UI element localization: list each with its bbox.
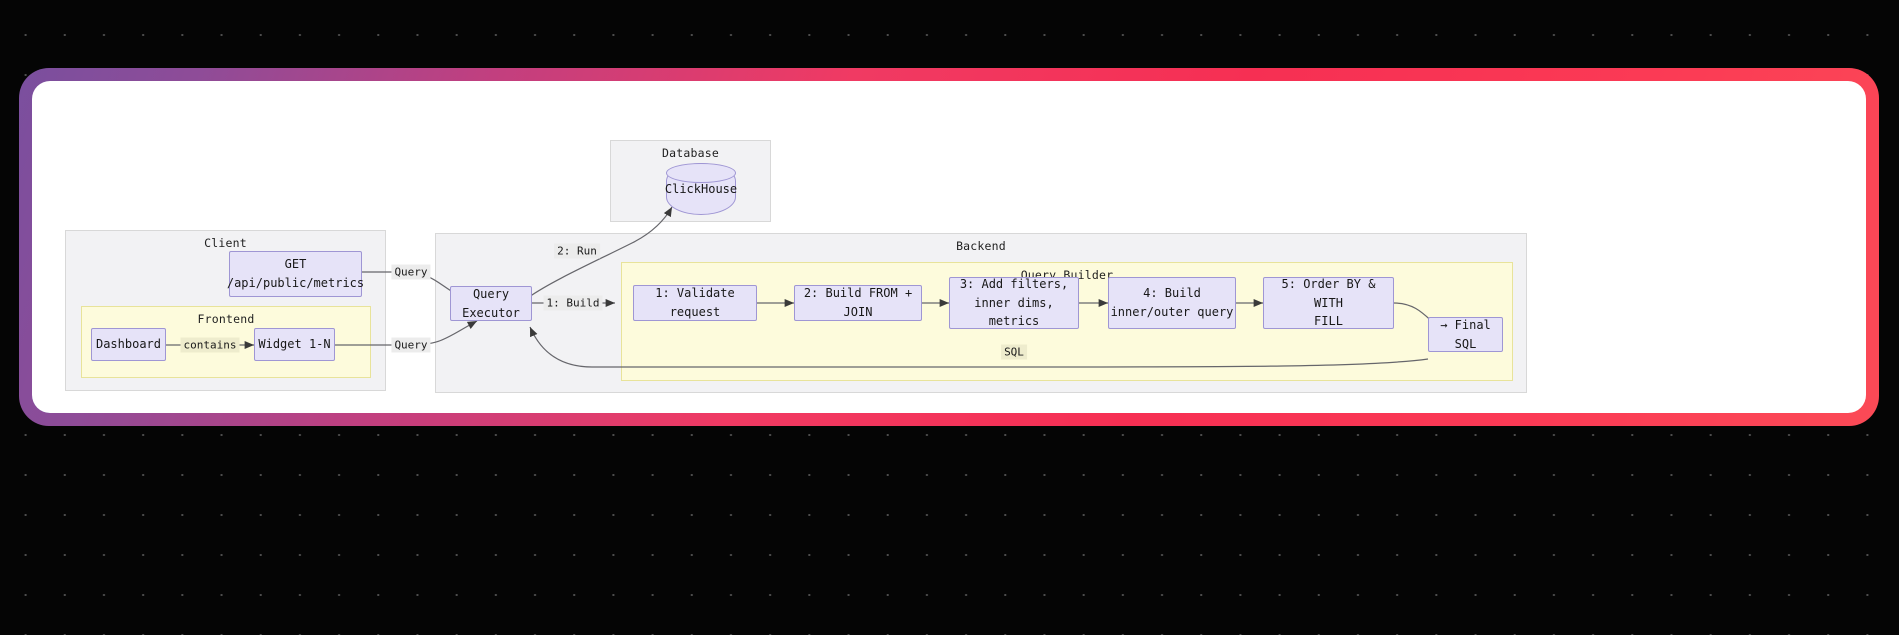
- gradient-frame: Client Frontend Database Backend Query B…: [19, 68, 1879, 426]
- edge-label-query-widget: Query: [391, 337, 431, 353]
- node-final-sql-label: → Final SQL: [1440, 317, 1491, 351]
- node-clickhouse-label: ClickHouse: [664, 182, 738, 196]
- cluster-backend-label: Backend: [956, 239, 1006, 253]
- edge-label-query-api: Query: [391, 264, 431, 280]
- node-step-5-label: 5: Order BY & WITH FILL: [1281, 277, 1376, 329]
- node-query-executor-label: Query Executor: [462, 286, 520, 320]
- node-step-4-label: 4: Build inner/outer query: [1110, 286, 1234, 319]
- cluster-database-label: Database: [662, 146, 719, 160]
- node-query-executor[interactable]: Query Executor: [450, 286, 532, 321]
- cluster-frontend-label: Frontend: [197, 312, 255, 326]
- diagram-canvas: Client Frontend Database Backend Query B…: [32, 81, 1866, 413]
- cylinder-top-ellipse: [666, 163, 736, 183]
- node-step-1-label: 1: Validate request: [655, 286, 735, 319]
- node-get-api-public-metrics-label: GET /api/public/metrics: [226, 257, 365, 290]
- node-step-3-label: 3: Add filters, inner dims, metrics: [959, 277, 1069, 329]
- cluster-client-label: Client: [204, 236, 247, 250]
- edge-executor-clickhouse: [528, 206, 673, 298]
- node-step-5-order-by-with-fill[interactable]: 5: Order BY & WITH FILL: [1263, 277, 1394, 329]
- edge-label-contains: contains: [180, 337, 240, 353]
- node-widget-label: Widget 1-N: [258, 337, 331, 352]
- node-step-1-validate-request[interactable]: 1: Validate request: [633, 285, 757, 321]
- edge-finalsql-executor: [529, 326, 1429, 368]
- node-dashboard[interactable]: Dashboard: [91, 328, 166, 361]
- node-clickhouse[interactable]: ClickHouse: [664, 163, 738, 215]
- node-final-sql[interactable]: → Final SQL: [1428, 317, 1503, 352]
- edge-label-build: 1: Build: [543, 295, 603, 311]
- node-step-3-add-filters[interactable]: 3: Add filters, inner dims, metrics: [949, 277, 1079, 329]
- edge-layer: [166, 206, 1445, 368]
- node-step-2-build-from-join[interactable]: 2: Build FROM + JOIN: [794, 285, 922, 321]
- edge-label-sql: SQL: [1001, 344, 1027, 360]
- node-step-4-build-inner-outer-query[interactable]: 4: Build inner/outer query: [1108, 277, 1236, 329]
- edge-label-run: 2: Run: [554, 243, 600, 259]
- node-widget[interactable]: Widget 1-N: [254, 328, 335, 361]
- node-step-2-label: 2: Build FROM + JOIN: [803, 286, 913, 319]
- node-dashboard-label: Dashboard: [95, 337, 162, 352]
- node-get-api-public-metrics[interactable]: GET /api/public/metrics: [226, 251, 365, 297]
